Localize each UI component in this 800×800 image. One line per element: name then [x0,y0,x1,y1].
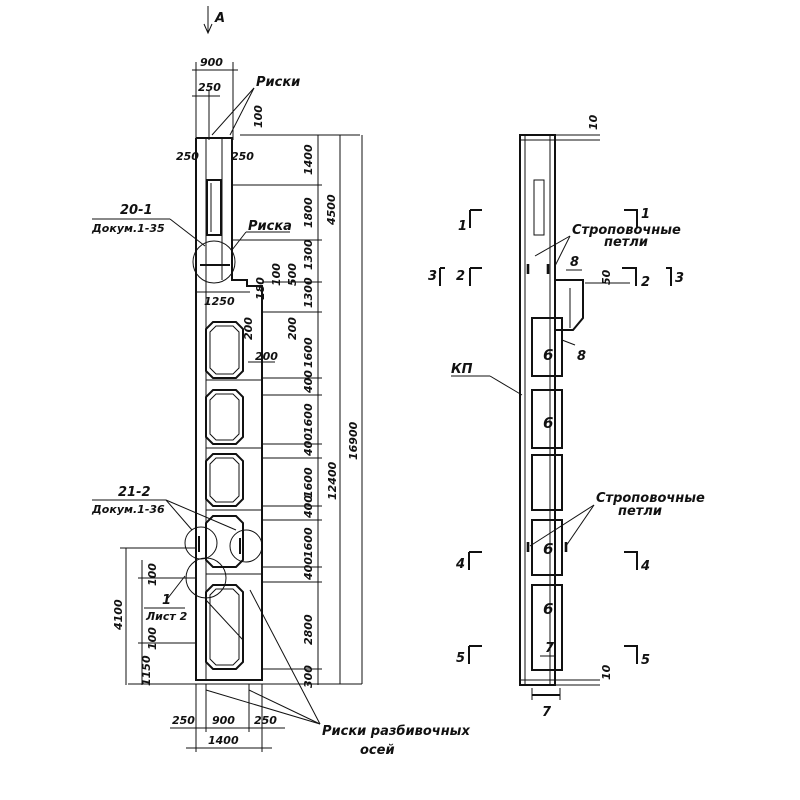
top-width-dim: 900 [200,56,223,69]
dim-4500: 4500 [325,194,338,226]
callout-20-1-number: 20-1 [120,203,153,218]
callout-21-2-doc: Докум.1-36 [91,503,165,516]
marker-6-2: 6 [543,414,553,432]
dim-1300-b: 1300 [302,277,315,308]
right-view-outline [519,134,584,686]
dim-1400: 1400 [302,144,315,175]
dim-300: 300 [302,665,315,688]
callout-21-2-number: 21-2 [118,485,151,500]
right-dimension-chain: 1400 1800 1300 500 100 1300 200 1600 400… [196,134,363,688]
callout-1-sheet: Лист 2 [145,610,188,623]
section-1-left: 1 [458,219,467,234]
sling-loops-label-2b: петли [618,504,662,519]
dim-1600-b: 1600 [302,403,315,434]
dim-1600-d: 1600 [302,527,315,558]
col-left-dim: 250 [176,150,199,163]
dim-1800: 1800 [302,197,315,228]
section-3-left: 3 [428,269,437,284]
section-2-left: 2 [456,269,465,284]
riska-label: Риска [248,219,292,234]
bottom-dims: 250 900 250 1400 Риски разбивочных осей [170,589,470,758]
marker-7-b: 7 [542,705,552,720]
marker-6-4: 6 [543,600,553,618]
dim-1150: 1150 [140,655,153,686]
dim-200-b: 200 [255,350,278,363]
right-view-annotations: 10 Строповочные петли 8 50 8 КП 6 6 6 6 … [451,114,705,720]
dim-100-b: 100 [146,627,159,650]
dim-12400: 12400 [326,461,339,500]
step-dims: Риска 180 1250 200 200 [196,219,292,363]
dim-10-bottom: 10 [600,664,613,680]
dim-200-r: 200 [286,317,299,340]
dim-400-a: 400 [302,370,315,394]
dim-500: 500 [286,263,299,286]
callout-20-1: 20-1 Докум.1-35 [91,203,236,284]
dim-1600-c: 1600 [302,467,315,498]
section-3-right: 3 [675,271,684,286]
sling-loops-label-1: Строповочные [572,223,681,238]
section-4-right: 4 [640,559,650,574]
section-markers: 1 1 3 2 2 3 4 4 5 5 [428,207,684,668]
section-2-right: 2 [641,275,650,290]
dim-4100: 4100 [112,599,125,631]
dim-1300-a: 1300 [302,239,315,270]
view-arrow: А [203,6,225,35]
callout-21-2: 21-2 Докум.1-36 [91,485,263,563]
dim-400-b: 400 [302,433,315,457]
section-5-right: 5 [641,653,650,668]
marker-6-1: 6 [543,346,553,364]
section-5-left: 5 [456,651,465,666]
col-right-dim: 250 [231,150,254,163]
left-bottom-dims: 4100 100 100 1150 [112,547,196,686]
dim-400-d: 400 [302,557,315,581]
section-4-left: 4 [455,557,465,572]
marker-8-a: 8 [570,255,579,270]
marker-6-3: 6 [543,540,553,558]
openings [205,321,262,670]
dim-100-mid: 100 [270,263,283,286]
top-dimensions: 900 250 Риски 100 250 250 [176,56,360,163]
dim-180: 180 [254,277,267,300]
dim-100-a: 100 [146,563,159,586]
dim-100-top: 100 [252,105,265,128]
kp-label: КП [451,362,473,377]
marker-7-a: 7 [545,641,555,656]
dim-16900: 16900 [347,421,360,460]
section-1-right: 1 [641,207,650,222]
dim-10-top: 10 [587,114,600,130]
axis-risks-label: Риски разбивочных [322,724,470,739]
dim-1250: 1250 [204,295,235,308]
sling-loops-label-2: Строповочные [596,491,705,506]
bottom-900: 900 [212,714,235,727]
dim-50: 50 [600,269,613,285]
risk-label: Риски [256,75,300,90]
callout-1: 1 Лист 2 [144,557,227,623]
bottom-250-left: 250 [172,714,195,727]
bottom-250-right: 250 [254,714,277,727]
sling-loops-label-1b: петли [604,235,648,250]
dim-1600-a: 1600 [302,337,315,368]
dim-2800: 2800 [302,614,315,645]
marker-8-b: 8 [577,349,586,364]
axis-risks-label-2: осей [360,743,395,758]
dim-200-a: 200 [242,317,255,340]
callout-1-number: 1 [162,593,171,608]
view-marker: А [214,11,225,26]
bottom-1400: 1400 [208,734,239,747]
callout-20-1-doc: Докум.1-35 [91,222,165,235]
dim-400-c: 400 [302,495,315,519]
top-sub-dim: 250 [198,81,221,94]
